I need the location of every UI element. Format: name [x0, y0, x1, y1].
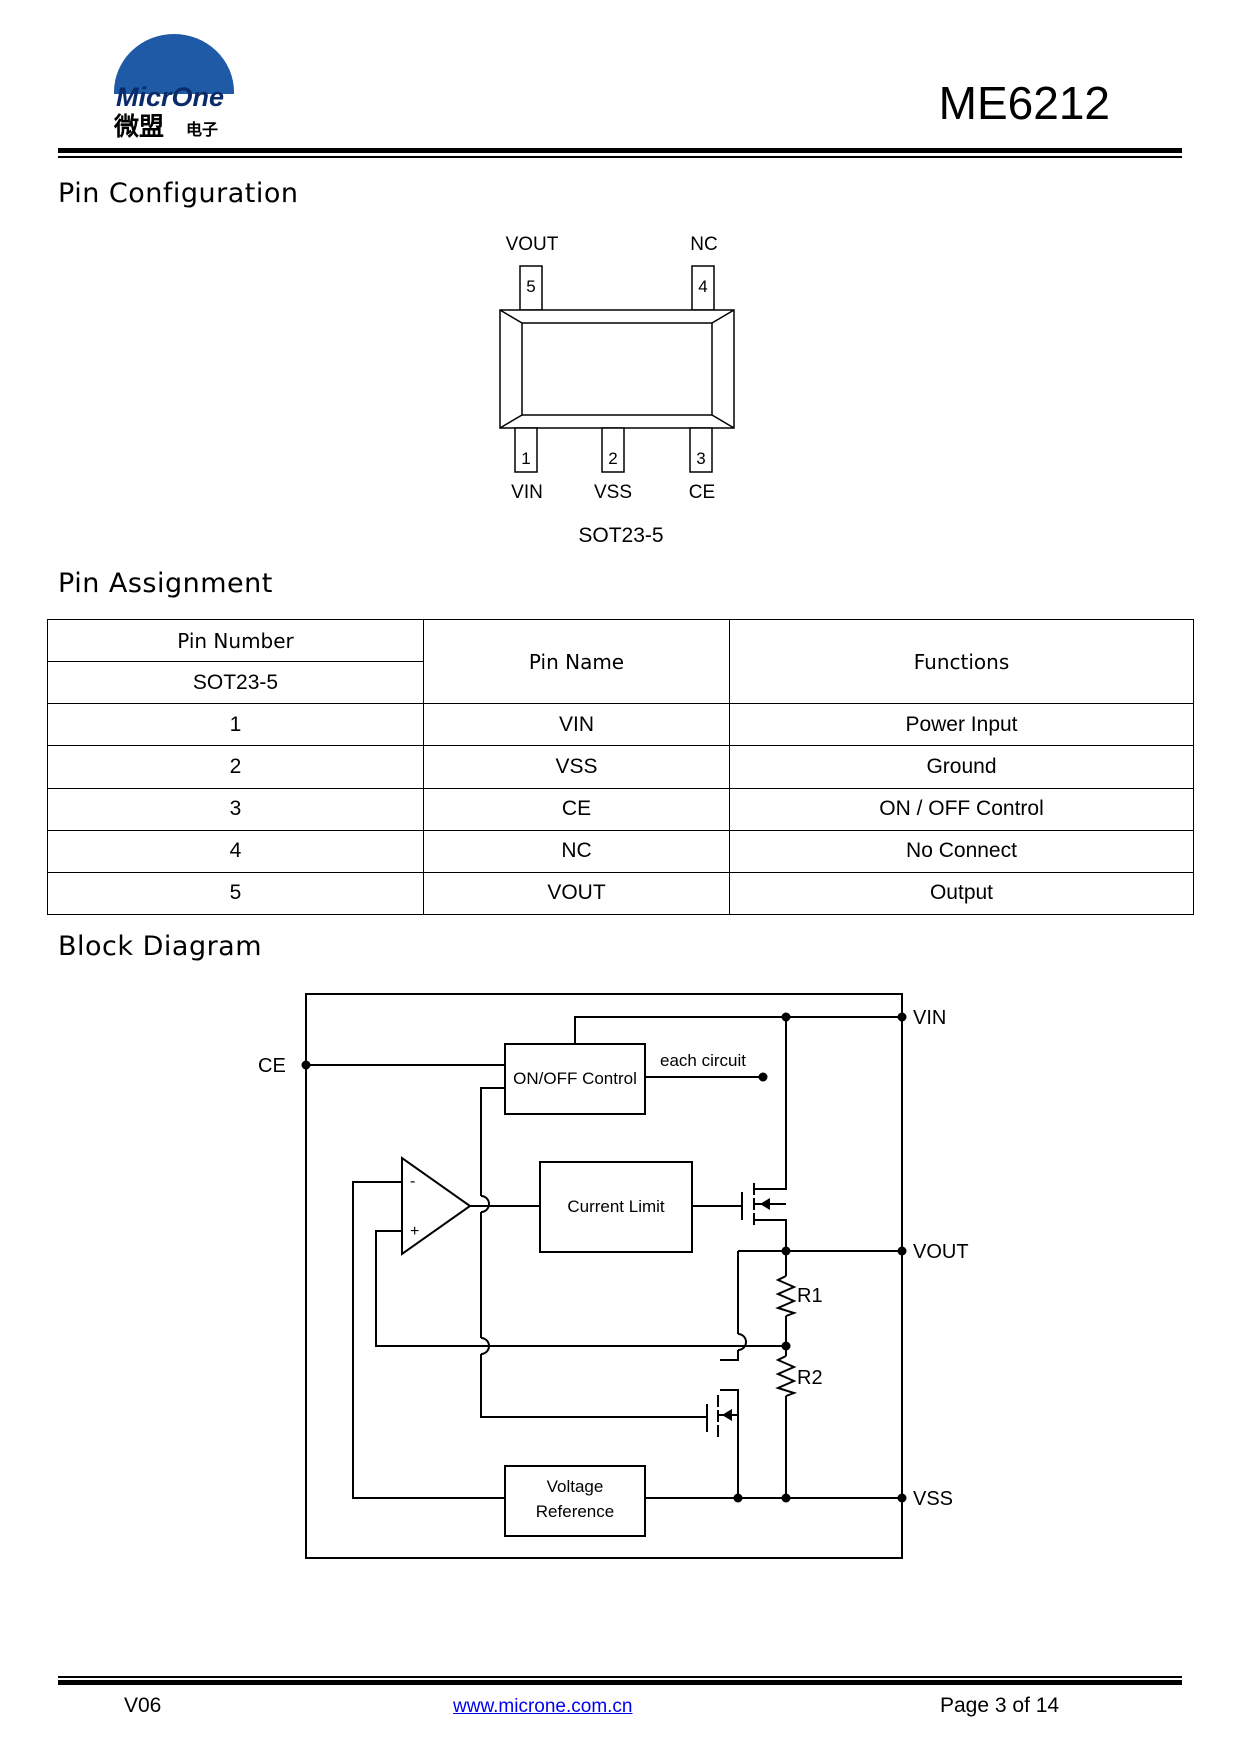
- pin-number-cell: 1: [47, 703, 424, 747]
- r1-label: R1: [797, 1285, 823, 1307]
- pin-name-cell: VSS: [423, 745, 730, 789]
- table-row: 3 CE ON / OFF Control: [47, 787, 1194, 831]
- pin1-number: 1: [521, 449, 530, 468]
- ic-outline: [305, 993, 903, 1559]
- pin4-name: NC: [690, 234, 717, 255]
- voltage-reference-label-2: Reference: [536, 1502, 614, 1521]
- amp-plus-label: +: [410, 1223, 419, 1240]
- current-limit-label: Current Limit: [567, 1197, 665, 1216]
- pin1-name: VIN: [511, 482, 543, 503]
- pin-name-cell: VIN: [423, 703, 730, 747]
- pin-number-cell: 2: [47, 745, 424, 789]
- table-row: 2 VSS Ground: [47, 745, 1194, 789]
- pin2-name: VSS: [594, 482, 632, 503]
- onoff-control-block: [504, 1043, 646, 1115]
- current-limit-block: [539, 1161, 693, 1253]
- block-diagram-heading: Block Diagram: [58, 931, 263, 962]
- pin-function-cell: Ground: [729, 745, 1194, 789]
- package-body: [499, 309, 735, 429]
- pin4-number: 4: [698, 277, 707, 296]
- terminal-vin-label: VIN: [913, 1007, 946, 1029]
- pin3-number: 3: [696, 449, 705, 468]
- onoff-control-label: ON/OFF Control: [513, 1069, 637, 1088]
- nmos-arrow-icon: [722, 1409, 732, 1421]
- pin-number-cell: 5: [47, 871, 424, 916]
- pin-function-cell: No Connect: [729, 829, 1194, 873]
- nmos-switch-transistor: [706, 1395, 738, 1437]
- footer-rule-thick: [58, 1680, 1182, 1685]
- table-row: 5 VOUT Output: [47, 871, 1194, 916]
- header-rule-thin: [58, 156, 1182, 158]
- pin3-name: CE: [689, 482, 715, 503]
- pin2-number: 2: [608, 449, 617, 468]
- amp-minus-label: -: [410, 1173, 415, 1190]
- pin2-lead: [601, 427, 625, 473]
- footer-website-link[interactable]: www.microne.com.cn: [453, 1696, 633, 1717]
- terminal-vss-label: VSS: [913, 1488, 953, 1510]
- header-package: SOT23-5: [47, 661, 424, 705]
- company-logo: MicrOne 微盟 电子: [110, 34, 240, 144]
- pin-function-cell: Power Input: [729, 703, 1194, 747]
- logo-cn-text: 微盟: [113, 112, 164, 141]
- header-rule-thick: [58, 148, 1182, 153]
- pin-name-cell: NC: [423, 829, 730, 873]
- part-number: ME6212: [938, 77, 1110, 129]
- pin-name-cell: CE: [423, 787, 730, 831]
- pin-configuration-heading: Pin Configuration: [58, 178, 299, 209]
- pin5-name: VOUT: [506, 234, 559, 255]
- pin-assignment-table: Pin Number Pin Name Functions SOT23-5 1 …: [47, 618, 1194, 916]
- resistor-r1: [775, 1275, 798, 1317]
- pin-function-cell: Output: [729, 871, 1194, 916]
- junction-dots: [301, 1012, 907, 1503]
- header-pin-name: Pin Name: [423, 618, 730, 705]
- each-circuit-label: each circuit: [660, 1051, 746, 1070]
- header-functions: Functions: [729, 618, 1194, 705]
- pin-function-cell: ON / OFF Control: [729, 787, 1194, 831]
- pin-number-cell: 3: [47, 787, 424, 831]
- r2-label: R2: [797, 1367, 823, 1389]
- pin5-number: 5: [526, 277, 535, 296]
- pin-name-cell: VOUT: [423, 871, 730, 916]
- header-pin-number: Pin Number: [47, 618, 424, 663]
- pin-assignment-heading: Pin Assignment: [58, 568, 273, 599]
- table-row: 4 NC No Connect: [47, 829, 1194, 873]
- logo-latin-text: MicrOne: [116, 82, 224, 112]
- footer-version: V06: [124, 1694, 162, 1717]
- terminal-vout-label: VOUT: [913, 1241, 969, 1263]
- voltage-reference-label-1: Voltage: [547, 1477, 604, 1496]
- logo-cn-sub-text: 电子: [186, 120, 218, 139]
- pin1-lead: [514, 427, 538, 473]
- pmos-pass-transistor: [741, 1183, 786, 1225]
- pin3-lead: [689, 427, 713, 473]
- error-amplifier: [401, 1156, 472, 1256]
- terminal-ce-label: CE: [258, 1055, 286, 1077]
- voltage-reference-block: [504, 1465, 646, 1537]
- pin-configuration-diagram: VOUT NC 5 4 1 2 3 VIN VSS CE SOT23-5: [499, 234, 735, 547]
- footer-page-number: Page 3 of 14: [940, 1694, 1060, 1717]
- footer-rule-thin: [58, 1676, 1182, 1678]
- table-row: 1 VIN Power Input: [47, 703, 1194, 747]
- pmos-arrow-icon: [760, 1198, 770, 1210]
- package-caption: SOT23-5: [578, 524, 663, 547]
- resistor-r2: [775, 1355, 798, 1397]
- pin-number-cell: 4: [47, 829, 424, 873]
